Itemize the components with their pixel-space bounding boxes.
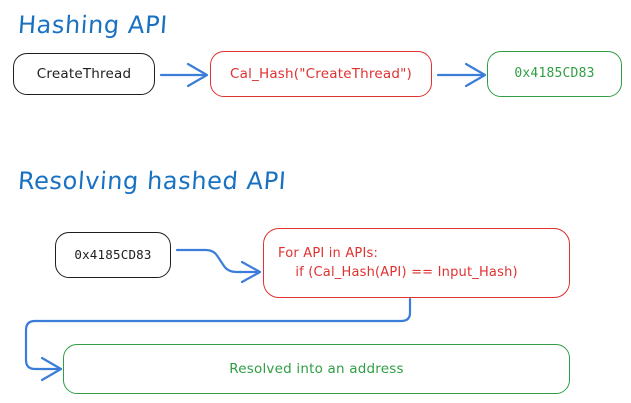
section-heading-resolving-hashed-api: Resolving hashed API <box>17 167 288 195</box>
node-cal-hash[interactable]: Cal_Hash("CreateThread") <box>210 51 432 97</box>
node-resolved-address[interactable]: Resolved into an address <box>63 344 570 394</box>
arrow-calhash-to-hashvalue <box>436 62 487 88</box>
node-loop-code-text: For API in APIs: if (Cal_Hash(API) == In… <box>278 245 518 281</box>
section-heading-hashing-api: Hashing API <box>17 11 169 39</box>
node-loop-pseudocode[interactable]: For API in APIs: if (Cal_Hash(API) == In… <box>263 228 570 298</box>
arrow-loop-to-resolved <box>24 297 412 382</box>
arrow-createthread-to-calhash <box>159 62 209 88</box>
arrow-inputhash-to-loop <box>175 248 262 284</box>
node-create-thread[interactable]: CreateThread <box>13 53 155 95</box>
node-hash-value[interactable]: 0x4185CD83 <box>487 51 622 97</box>
node-input-hash[interactable]: 0x4185CD83 <box>55 232 171 278</box>
